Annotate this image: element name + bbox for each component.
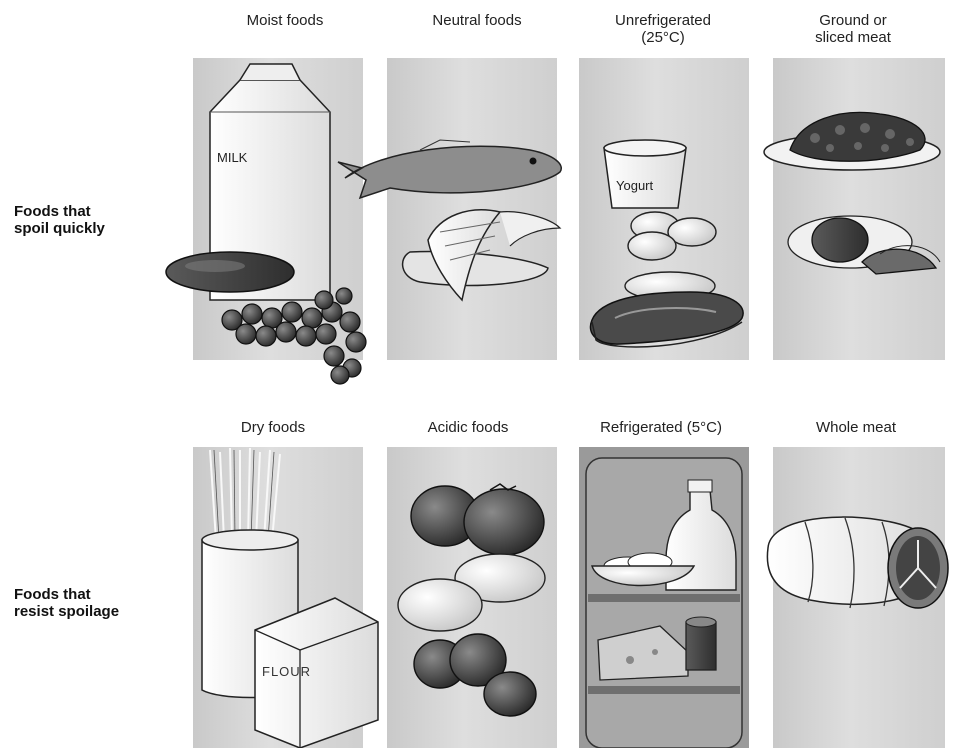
eggs-icon (625, 212, 716, 300)
tomatoes-icon (411, 484, 544, 555)
refrigerator-icon (586, 458, 742, 748)
pickle-icon (166, 252, 294, 292)
yogurt-label: Yogurt (616, 178, 653, 193)
steak-icon (590, 292, 743, 347)
plums-icon (414, 634, 536, 716)
milk-label: MILK (217, 150, 248, 165)
yogurt-icon: Yogurt (604, 140, 686, 208)
sliced-meat-icon (788, 216, 940, 274)
corn-icon (403, 210, 560, 300)
whole-meat-icon (767, 517, 948, 608)
lemons-icon (398, 554, 545, 631)
fish-icon (338, 140, 561, 198)
flour-label: FLOUR (262, 664, 311, 679)
ground-meat-icon (764, 113, 940, 171)
peas-icon (222, 288, 366, 384)
